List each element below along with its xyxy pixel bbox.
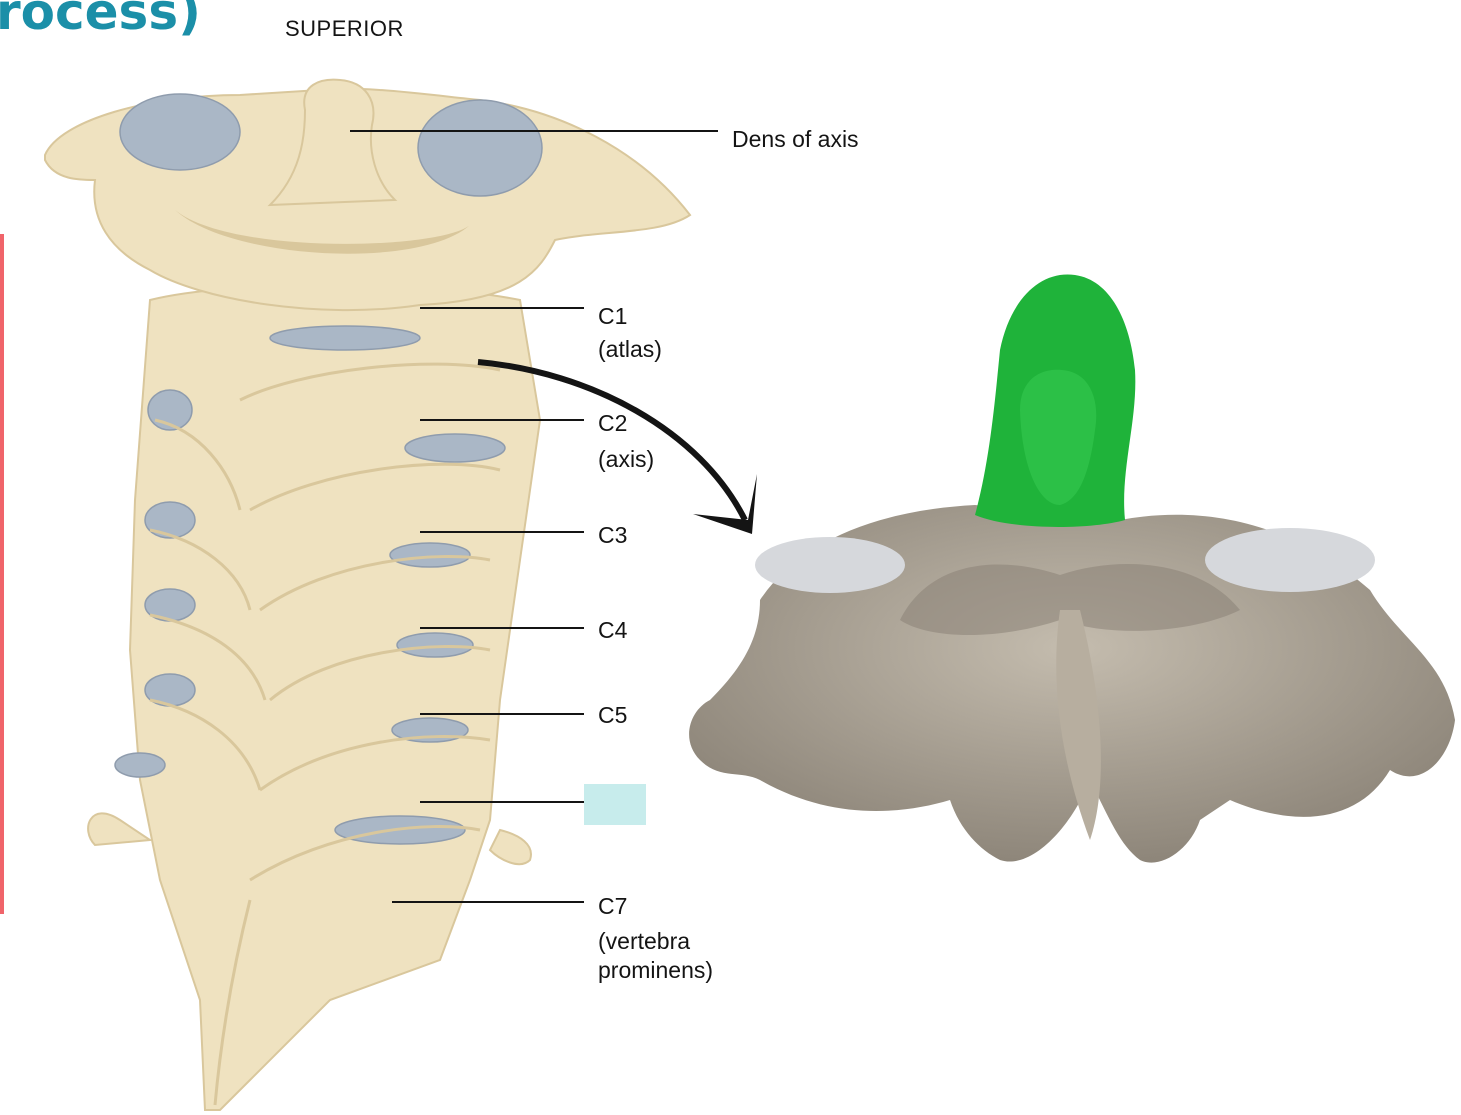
label-dens-of-axis: Dens of axis — [732, 126, 859, 153]
label-c7-prominens: prominens) — [598, 957, 713, 984]
c7-spinous-process — [88, 813, 150, 845]
label-c1: C1 — [598, 303, 627, 330]
masked-label-c6 — [584, 784, 646, 825]
label-c2: C2 — [598, 410, 627, 437]
label-c1-atlas: (atlas) — [598, 336, 662, 363]
label-c2-axis: (axis) — [598, 446, 654, 473]
label-c3: C3 — [598, 522, 627, 549]
disc-c3-c4 — [390, 543, 470, 567]
disc-c4-c5 — [397, 633, 473, 657]
disc-c2-c3 — [405, 434, 505, 462]
label-c7: C7 — [598, 893, 627, 920]
label-c4: C4 — [598, 617, 627, 644]
label-c7-vertebra: (vertebra — [598, 928, 690, 955]
cervical-column-illustration — [45, 80, 718, 1110]
atlas-facet-left — [120, 94, 240, 170]
axis-facet-right — [1205, 528, 1375, 592]
axis-facet-left — [755, 537, 905, 593]
disc-c1-c2 — [270, 326, 420, 350]
disc-left-5 — [115, 753, 165, 777]
disc-left-2 — [145, 502, 195, 538]
axis-vertebra-illustration — [689, 274, 1455, 862]
atlas-facet-right — [418, 100, 542, 196]
c6-spinous-process — [490, 830, 531, 864]
label-c5: C5 — [598, 702, 627, 729]
